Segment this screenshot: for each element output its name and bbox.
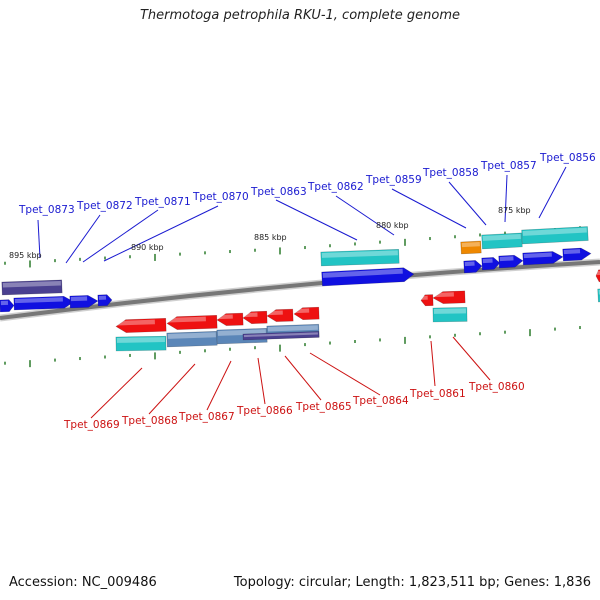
gene-arrow	[266, 308, 294, 322]
leader-line	[103, 205, 219, 262]
scale-label: 885 kbp	[254, 233, 287, 242]
leader-line	[391, 188, 467, 229]
leader-line	[452, 336, 491, 381]
gene-label-bottom: Tpet_0868	[121, 415, 178, 427]
feature-band	[242, 331, 320, 341]
gene-arrow	[498, 254, 524, 269]
gene-label-top: Tpet_0873	[18, 204, 75, 216]
leader-line	[284, 355, 322, 401]
genome-backbone-core	[0, 260, 600, 320]
feature-band	[597, 288, 600, 303]
gene-arrow	[13, 295, 75, 311]
leader-line	[206, 360, 232, 411]
gene-arrow	[595, 269, 600, 283]
leader-line	[82, 209, 159, 263]
gene-label-bottom: Tpet_0869	[63, 419, 120, 431]
leader-line	[309, 352, 381, 396]
gene-arrow	[0, 299, 15, 313]
gene-arrow	[69, 295, 99, 309]
leader-line	[148, 363, 196, 415]
leader-line	[257, 357, 266, 405]
gene-arrow	[432, 290, 466, 304]
gene-arrow	[522, 251, 564, 266]
leader-line	[448, 181, 487, 226]
feature-band	[460, 240, 482, 255]
gene-label-bottom: Tpet_0864	[352, 395, 409, 407]
gene-arrow	[216, 312, 244, 326]
gene-arrow	[293, 306, 320, 320]
gene-label-top: Tpet_0863	[250, 186, 307, 198]
gene-label-top: Tpet_0862	[307, 181, 364, 193]
gene-label-top: Tpet_0858	[422, 167, 479, 179]
leader-line	[504, 174, 508, 223]
feature-band	[1, 279, 63, 296]
scale-label: 895 kbp	[9, 251, 42, 260]
gene-label-top: Tpet_0870	[192, 191, 249, 203]
gene-arrow	[166, 314, 218, 330]
gene-label-bottom: Tpet_0866	[236, 405, 293, 417]
gene-arrow	[420, 294, 434, 307]
gene-label-top: Tpet_0859	[365, 174, 422, 186]
gene-arrow	[321, 267, 415, 287]
scale-label: 875 kbp	[498, 206, 531, 215]
gene-arrow	[463, 260, 483, 274]
feature-band	[521, 226, 589, 245]
scale-label: 880 kbp	[376, 221, 409, 230]
feature-band	[115, 335, 167, 352]
gene-label-bottom: Tpet_0865	[295, 401, 352, 413]
leader-line	[275, 199, 358, 241]
gene-arrow	[115, 317, 167, 333]
leader-line	[430, 340, 436, 387]
feature-band	[432, 307, 468, 323]
gene-arrow	[481, 257, 501, 271]
feature-tracks	[1, 226, 600, 352]
leader-line	[90, 367, 143, 419]
map-title: Thermotoga petrophila RKU-1, complete ge…	[139, 8, 461, 23]
gene-label-top: Tpet_0857	[480, 160, 537, 172]
gene-label-top: Tpet_0872	[76, 200, 133, 212]
topology-label: Topology: circular; Length: 1,823,511 bp…	[233, 575, 591, 590]
leader-line	[538, 166, 567, 219]
gene-arrow	[97, 294, 113, 307]
feature-band	[481, 232, 523, 250]
feature-band	[166, 330, 218, 348]
gene-label-bottom: Tpet_0861	[409, 388, 466, 400]
gene-label-top: Tpet_0856	[539, 152, 596, 164]
leader-line	[335, 195, 395, 236]
gene-arrow	[242, 310, 268, 325]
leader-line	[65, 214, 101, 264]
feature-band	[320, 248, 400, 267]
scale-label: 890 kbp	[131, 243, 164, 252]
gene-label-bottom: Tpet_0867	[178, 411, 235, 423]
scale-labels: 895 kbp 890 kbp 885 kbp 880 kbp 875 kbp	[9, 206, 531, 260]
leader-line	[37, 219, 41, 259]
accession-label: Accession: NC_009486	[9, 575, 157, 590]
gene-label-bottom: Tpet_0860	[468, 381, 525, 393]
gene-arrows	[0, 247, 600, 333]
gene-arrow	[562, 247, 592, 262]
leader-lines	[37, 166, 567, 419]
gene-label-top: Tpet_0871	[134, 196, 191, 208]
